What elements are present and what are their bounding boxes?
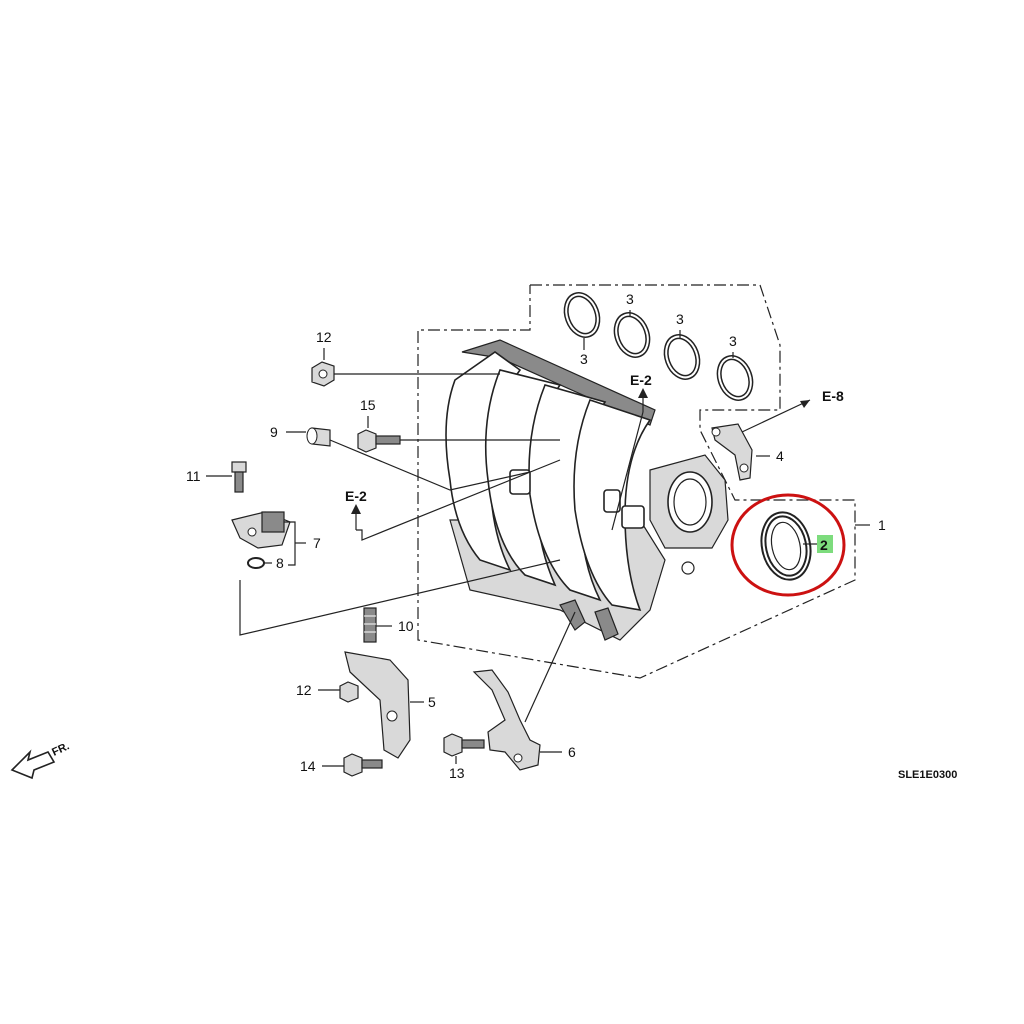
callout-12: 12 bbox=[316, 329, 332, 345]
callout-3: 3 bbox=[580, 351, 588, 367]
callout-3: 3 bbox=[729, 333, 737, 349]
o-ring-8 bbox=[247, 557, 265, 569]
ref-arrow-e2-left bbox=[351, 459, 561, 541]
ref-label-e2-left: E-2 bbox=[345, 488, 367, 504]
bolt-11 bbox=[231, 461, 247, 493]
gasket-ring bbox=[663, 334, 701, 380]
bracket-4 bbox=[711, 399, 811, 481]
highlight-badge bbox=[817, 535, 833, 553]
callout-4: 4 bbox=[776, 448, 784, 464]
callout-3: 3 bbox=[676, 311, 684, 327]
gasket-ring bbox=[563, 292, 601, 338]
callout-6: 6 bbox=[568, 744, 576, 760]
callout-8: 8 bbox=[276, 555, 284, 571]
gasket-ring bbox=[716, 355, 754, 401]
stud-10 bbox=[363, 607, 377, 643]
stud-9 bbox=[306, 427, 331, 447]
nut-12 bbox=[311, 361, 335, 387]
callout-14: 14 bbox=[300, 758, 316, 774]
gasket-ring bbox=[613, 312, 651, 358]
bracket-6 bbox=[472, 669, 541, 771]
highlight-circle bbox=[730, 493, 846, 597]
callout-10: 10 bbox=[398, 618, 414, 634]
bolt-15 bbox=[357, 429, 401, 453]
callout-11: 11 bbox=[186, 468, 201, 484]
front-marker-label: FR. bbox=[50, 740, 71, 758]
callout-5: 5 bbox=[428, 694, 436, 710]
sensor-7 bbox=[231, 511, 291, 549]
diagram-code: SLE1E0300 bbox=[898, 769, 957, 781]
callout-7: 7 bbox=[313, 535, 321, 551]
intake-manifold bbox=[445, 339, 729, 641]
callout-3: 3 bbox=[626, 291, 634, 307]
nut-12-lower bbox=[339, 681, 359, 703]
callout-9: 9 bbox=[270, 424, 278, 440]
ref-label-e8: E-8 bbox=[822, 388, 844, 404]
ref-arrow-e2-top bbox=[611, 388, 648, 531]
ref-label-e2-top: E-2 bbox=[630, 372, 652, 388]
bracket-5 bbox=[344, 651, 411, 759]
front-arrow-icon bbox=[10, 749, 56, 780]
gaskets-3 bbox=[563, 292, 754, 401]
bolt-13 bbox=[443, 733, 485, 757]
gasket-2 bbox=[760, 511, 818, 581]
callout-15: 15 bbox=[360, 397, 376, 413]
callout-1: 1 bbox=[878, 517, 886, 533]
bolt-14 bbox=[343, 753, 383, 777]
callout-13: 13 bbox=[449, 765, 465, 781]
callout-12: 12 bbox=[296, 682, 312, 698]
assembly-outline bbox=[417, 284, 856, 679]
callout-2: 2 bbox=[820, 537, 828, 553]
